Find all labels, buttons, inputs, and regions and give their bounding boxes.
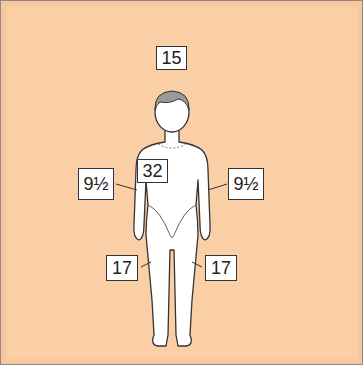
measurement-number: 32 bbox=[142, 162, 162, 180]
measurement-number: 9½ bbox=[83, 175, 108, 193]
head-measure-box: 15 bbox=[156, 46, 187, 70]
arm-measure-box: 9½ bbox=[228, 168, 264, 200]
leg-measure-box: 17 bbox=[106, 255, 138, 281]
measurement-number: 17 bbox=[112, 259, 132, 277]
measurement-number: 9½ bbox=[233, 175, 258, 193]
arm-measure-box: 9½ bbox=[78, 168, 114, 200]
leg-measure-box: 17 bbox=[205, 255, 237, 281]
measurement-number: 15 bbox=[161, 49, 181, 67]
measurement-number: 17 bbox=[211, 259, 231, 277]
chest-measure-box: 32 bbox=[137, 159, 168, 183]
